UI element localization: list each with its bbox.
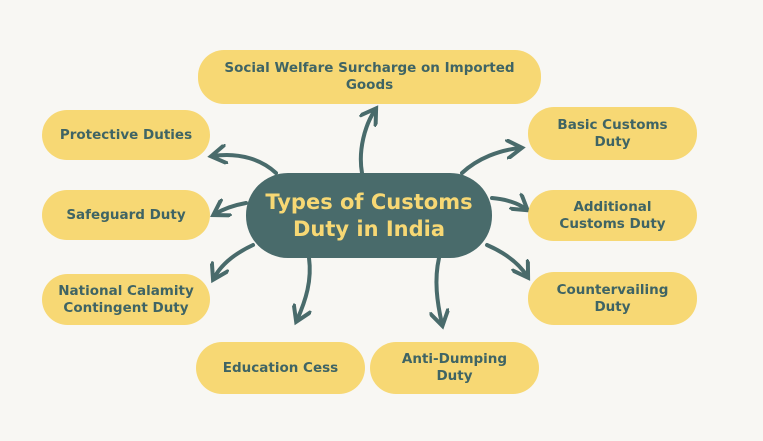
type-anti-dumping-duty: Anti-Dumping Duty [370, 342, 539, 394]
type-safeguard-duty: Safeguard Duty [42, 190, 210, 240]
arrow-additional [490, 198, 526, 209]
arrow-countervailing [485, 243, 527, 276]
type-additional-customs-duty: Additional Customs Duty [528, 190, 697, 241]
arrow-basic [460, 148, 520, 175]
arrow-social-welfare [358, 110, 375, 175]
type-basic-customs-duty: Basic Customs Duty [528, 107, 697, 160]
arrow-anti-dumping [436, 256, 442, 324]
type-countervailing-duty: Countervailing Duty [528, 272, 697, 325]
type-protective-duties: Protective Duties [42, 110, 210, 160]
central-topic: Types of Customs Duty in India [246, 173, 492, 258]
type-education-cess: Education Cess [196, 342, 365, 394]
type-social-welfare-surcharge: Social Welfare Surcharge on Imported Goo… [198, 50, 541, 104]
arrow-protective [213, 155, 278, 175]
arrow-safeguard [215, 203, 248, 214]
arrow-education [297, 256, 310, 320]
arrow-national [214, 243, 255, 278]
type-national-calamity-contingent-duty: National Calamity Contingent Duty [42, 274, 210, 325]
